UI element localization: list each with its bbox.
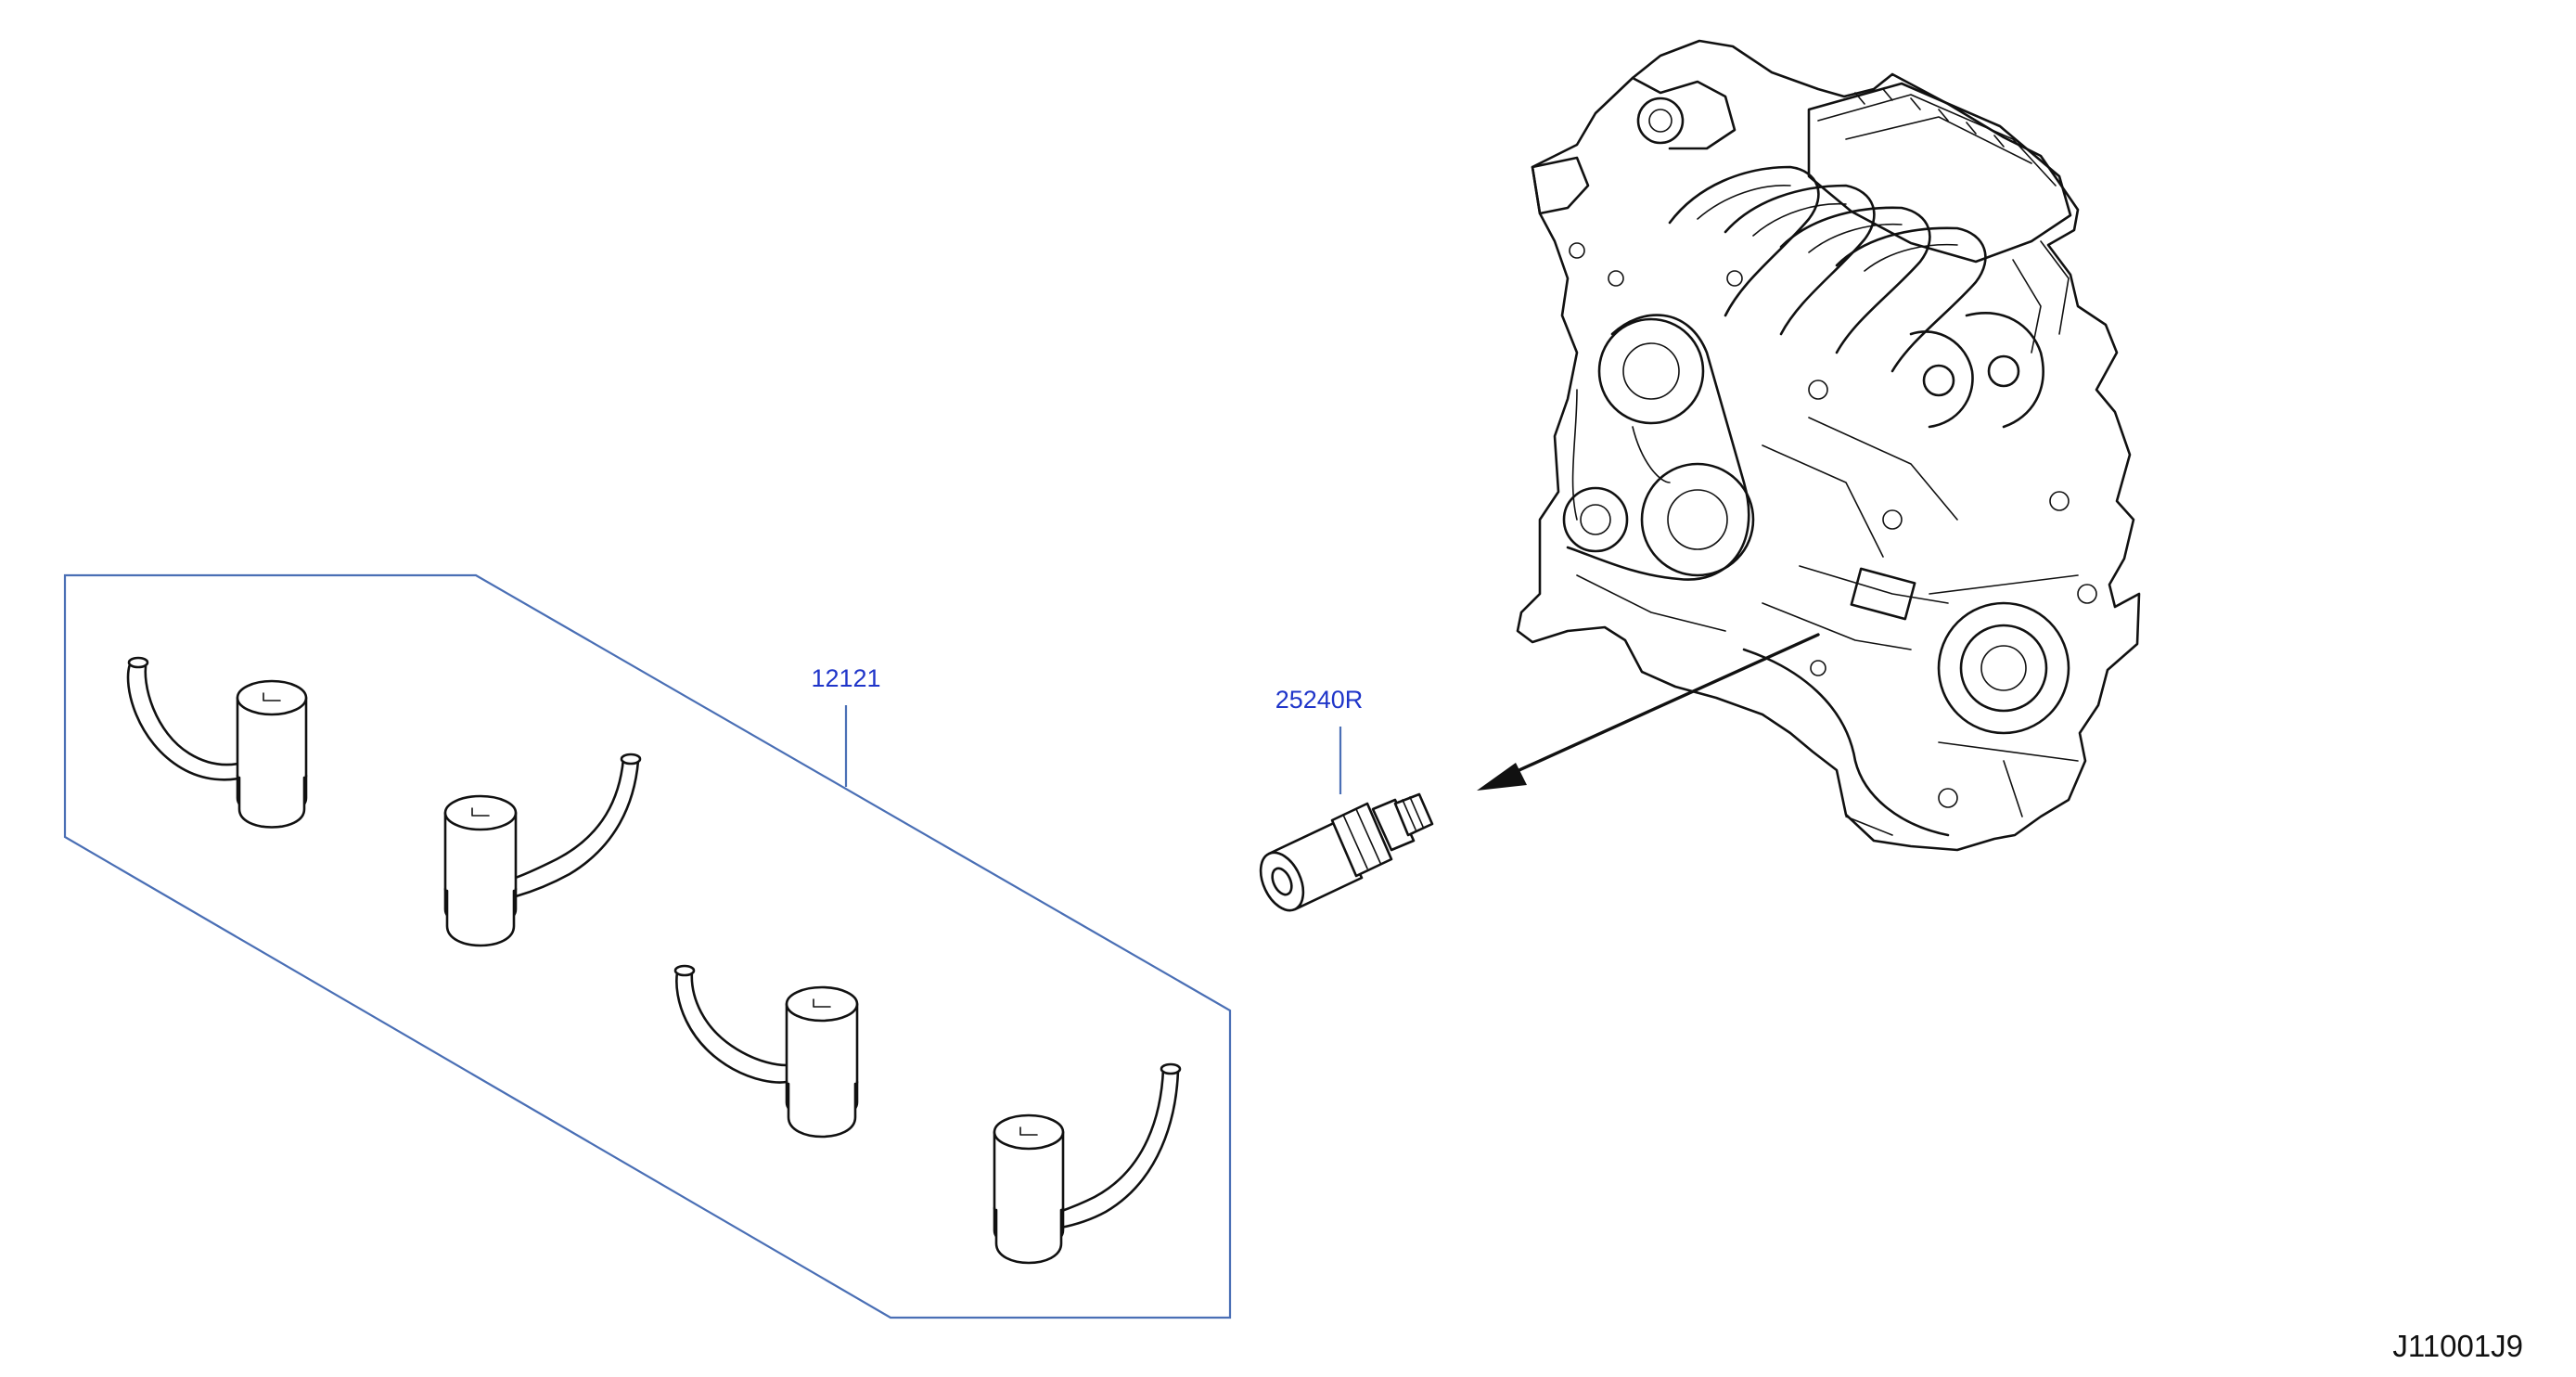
callout-25240r[interactable]: 25240R bbox=[1275, 686, 1364, 714]
part-group-frame bbox=[63, 573, 1232, 1319]
ignition-coil-3[interactable] bbox=[673, 964, 859, 1139]
oil-pressure-switch[interactable] bbox=[1252, 792, 1434, 917]
ignition-coil-4[interactable] bbox=[993, 1062, 1182, 1265]
callout-12121[interactable]: 12121 bbox=[811, 664, 880, 692]
diagram-code: J11001J9 bbox=[2392, 1329, 2523, 1363]
engine-assembly[interactable] bbox=[1516, 39, 2141, 852]
ignition-coil-1[interactable] bbox=[126, 656, 308, 829]
ignition-coil-2[interactable] bbox=[443, 753, 642, 947]
